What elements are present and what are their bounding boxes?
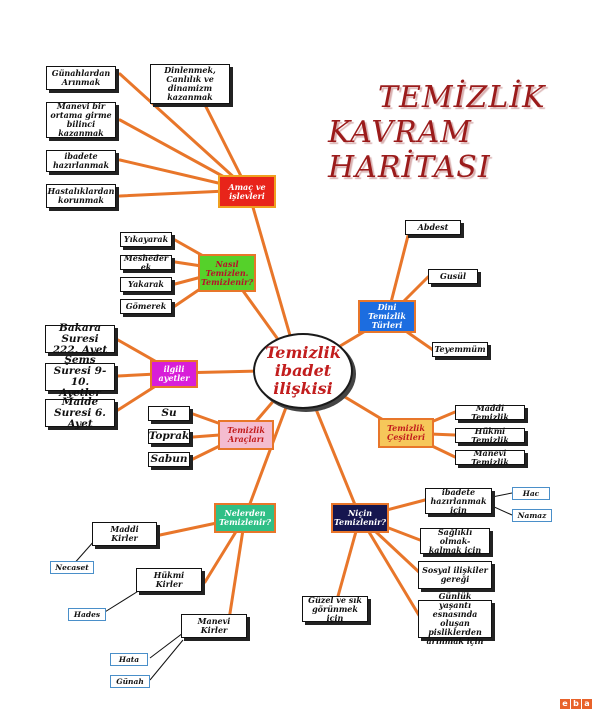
nasil-item: Mesheder ek <box>120 253 172 271</box>
cesit-item: Manevi Temizlik <box>455 448 525 466</box>
neler-item: Maddi Kirler <box>92 522 157 546</box>
dini-item: Abdest <box>405 220 461 235</box>
arac-item: Sabun <box>148 452 190 467</box>
nasil-item: Yıkayarak <box>120 232 172 247</box>
amac-item: ibadete hazırlanmak <box>46 150 116 172</box>
neler-leaf: Hades <box>68 608 106 621</box>
ayet-item: Şems Suresi 9-10. Ayetler <box>45 355 115 399</box>
ayet-item: Bakara Suresi 222. Ayet <box>45 322 115 355</box>
map-title-line2: KAVRAM HARİTASI <box>328 115 491 185</box>
amac-item: Dinlenmek, Canlılık ve dinamizm kazanmak <box>150 64 230 104</box>
center-line2: ibadet <box>274 361 332 380</box>
nicin-leaf: Namaz <box>512 509 552 522</box>
cesit-item: Hükmi Temizlik <box>455 426 525 444</box>
amac-item: Manevi bir ortama girme bilinci kazanmak <box>46 102 116 138</box>
amac-item: Günahlardan Arınmak <box>46 66 116 90</box>
neler-leaf: Necaset <box>50 561 94 574</box>
nicin-leaf: Hac <box>512 487 550 500</box>
nicin-item: Günlük yaşantı esnasında oluşan pislikle… <box>418 592 492 646</box>
center-line1: Temizlik <box>265 343 341 362</box>
eba-logo: e b a <box>560 699 592 709</box>
nicin-item: Sosyal ilişkiler gereği <box>418 561 492 589</box>
arac-item: Toprak <box>148 429 190 444</box>
category-amac: Amaç ve işlevleri <box>218 175 276 208</box>
dini-item: Gusül <box>428 269 478 284</box>
category-cesit: Temizlik Çeşitleri <box>378 418 434 448</box>
category-nicin: Niçin Temizlenir? <box>331 503 389 533</box>
nicin-item: ibadete hazırlanmak için <box>425 487 492 514</box>
neler-item: Manevi Kirler <box>181 614 247 638</box>
neler-leaf: Hata <box>110 653 148 666</box>
category-ayetler: ilgili ayetler <box>150 360 198 388</box>
logo-letter: b <box>571 699 581 709</box>
map-title-line1: TEMİZLİK <box>378 80 546 115</box>
logo-letter: e <box>560 699 570 709</box>
amac-item: Hastalıklardan korunmak <box>46 184 116 208</box>
category-araclar: Temizlik Araçları <box>218 420 274 450</box>
cesit-item: Maddi Temizlik <box>455 403 525 421</box>
neler-item: Hükmi Kirler <box>136 568 202 592</box>
logo-letter: a <box>582 699 592 709</box>
nicin-item: Sağlıklı olmak-kalmak için <box>420 527 490 554</box>
nasil-item: Yakarak <box>120 277 172 292</box>
category-dini: Dini Temizlik Türleri <box>358 300 416 333</box>
arac-item: Su <box>148 406 190 421</box>
center-line3: ilişkisi <box>273 379 333 398</box>
dini-item: Teyemmüm <box>432 342 488 357</box>
nasil-item: Gömerek <box>120 299 172 314</box>
center-node: Temizlik ibadet ilişkisi <box>253 333 353 409</box>
category-neler: Nelerden Temizlenir? <box>214 503 276 533</box>
category-nasil: Nasıl Temizlen. Temizlenir? <box>198 254 256 292</box>
neler-leaf: Günah <box>110 675 150 688</box>
ayet-item: Maide Suresi 6. Ayet <box>45 396 115 429</box>
nicin-item: Güzel ve sık görünmek için <box>302 595 368 622</box>
